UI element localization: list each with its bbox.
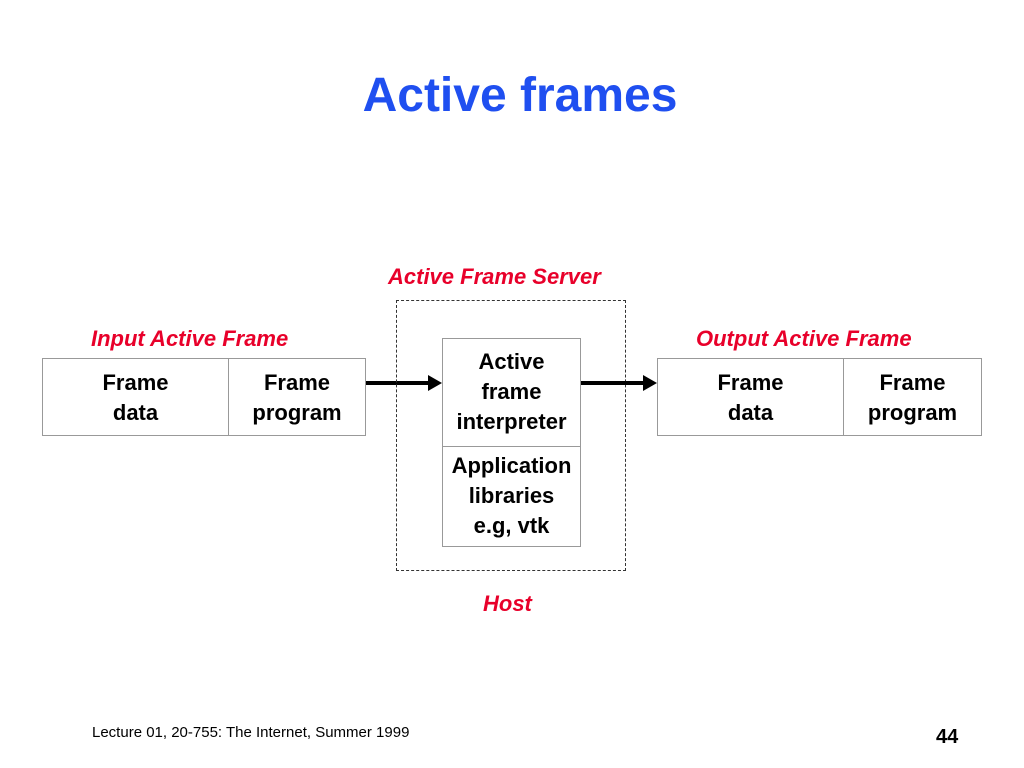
host-stack: Active frame interpreter Application lib… <box>442 338 581 547</box>
interpreter-line3: interpreter <box>456 409 567 434</box>
host-label: Host <box>483 591 532 616</box>
slide-footer: Lecture 01, 20-755: The Internet, Summer… <box>92 724 410 741</box>
output-frame-box: Frame data Frame program <box>657 358 982 436</box>
libraries-line3: e.g, vtk <box>473 513 550 538</box>
output-frame-program-cell: Frame program <box>844 359 981 435</box>
input-frame-data-line1: Frame <box>102 370 169 395</box>
output-frame-data-line1: Frame <box>717 370 784 395</box>
interpreter-cell: Active frame interpreter <box>443 339 580 447</box>
input-frame-label: Input Active Frame <box>91 326 289 351</box>
input-frame-data-cell: Frame data <box>43 359 229 435</box>
server-label: Active Frame Server <box>388 264 601 289</box>
libraries-line2: libraries <box>468 483 555 508</box>
page-number: 44 <box>936 726 959 748</box>
libraries-line1: Application <box>451 453 572 478</box>
arrow-interpreter-to-output <box>581 375 657 391</box>
input-frame-program-line2: program <box>252 400 342 425</box>
active-frame-server-box <box>396 300 626 571</box>
libraries-cell: Application libraries e.g, vtk <box>443 447 580 547</box>
output-frame-program-line2: program <box>867 400 958 425</box>
output-frame-label: Output Active Frame <box>696 326 912 351</box>
input-frame-program-cell: Frame program <box>229 359 365 435</box>
input-frame-data-line2: data <box>112 400 159 425</box>
arrow-input-to-interpreter <box>366 375 442 391</box>
output-frame-data-line2: data <box>727 400 774 425</box>
interpreter-line2: frame <box>481 379 542 404</box>
interpreter-line1: Active <box>478 349 545 374</box>
output-frame-program-line1: Frame <box>879 370 946 395</box>
input-frame-program-line1: Frame <box>263 370 331 395</box>
output-frame-data-cell: Frame data <box>658 359 844 435</box>
slide-title: Active frames <box>362 69 678 122</box>
input-frame-box: Frame data Frame program <box>42 358 366 436</box>
